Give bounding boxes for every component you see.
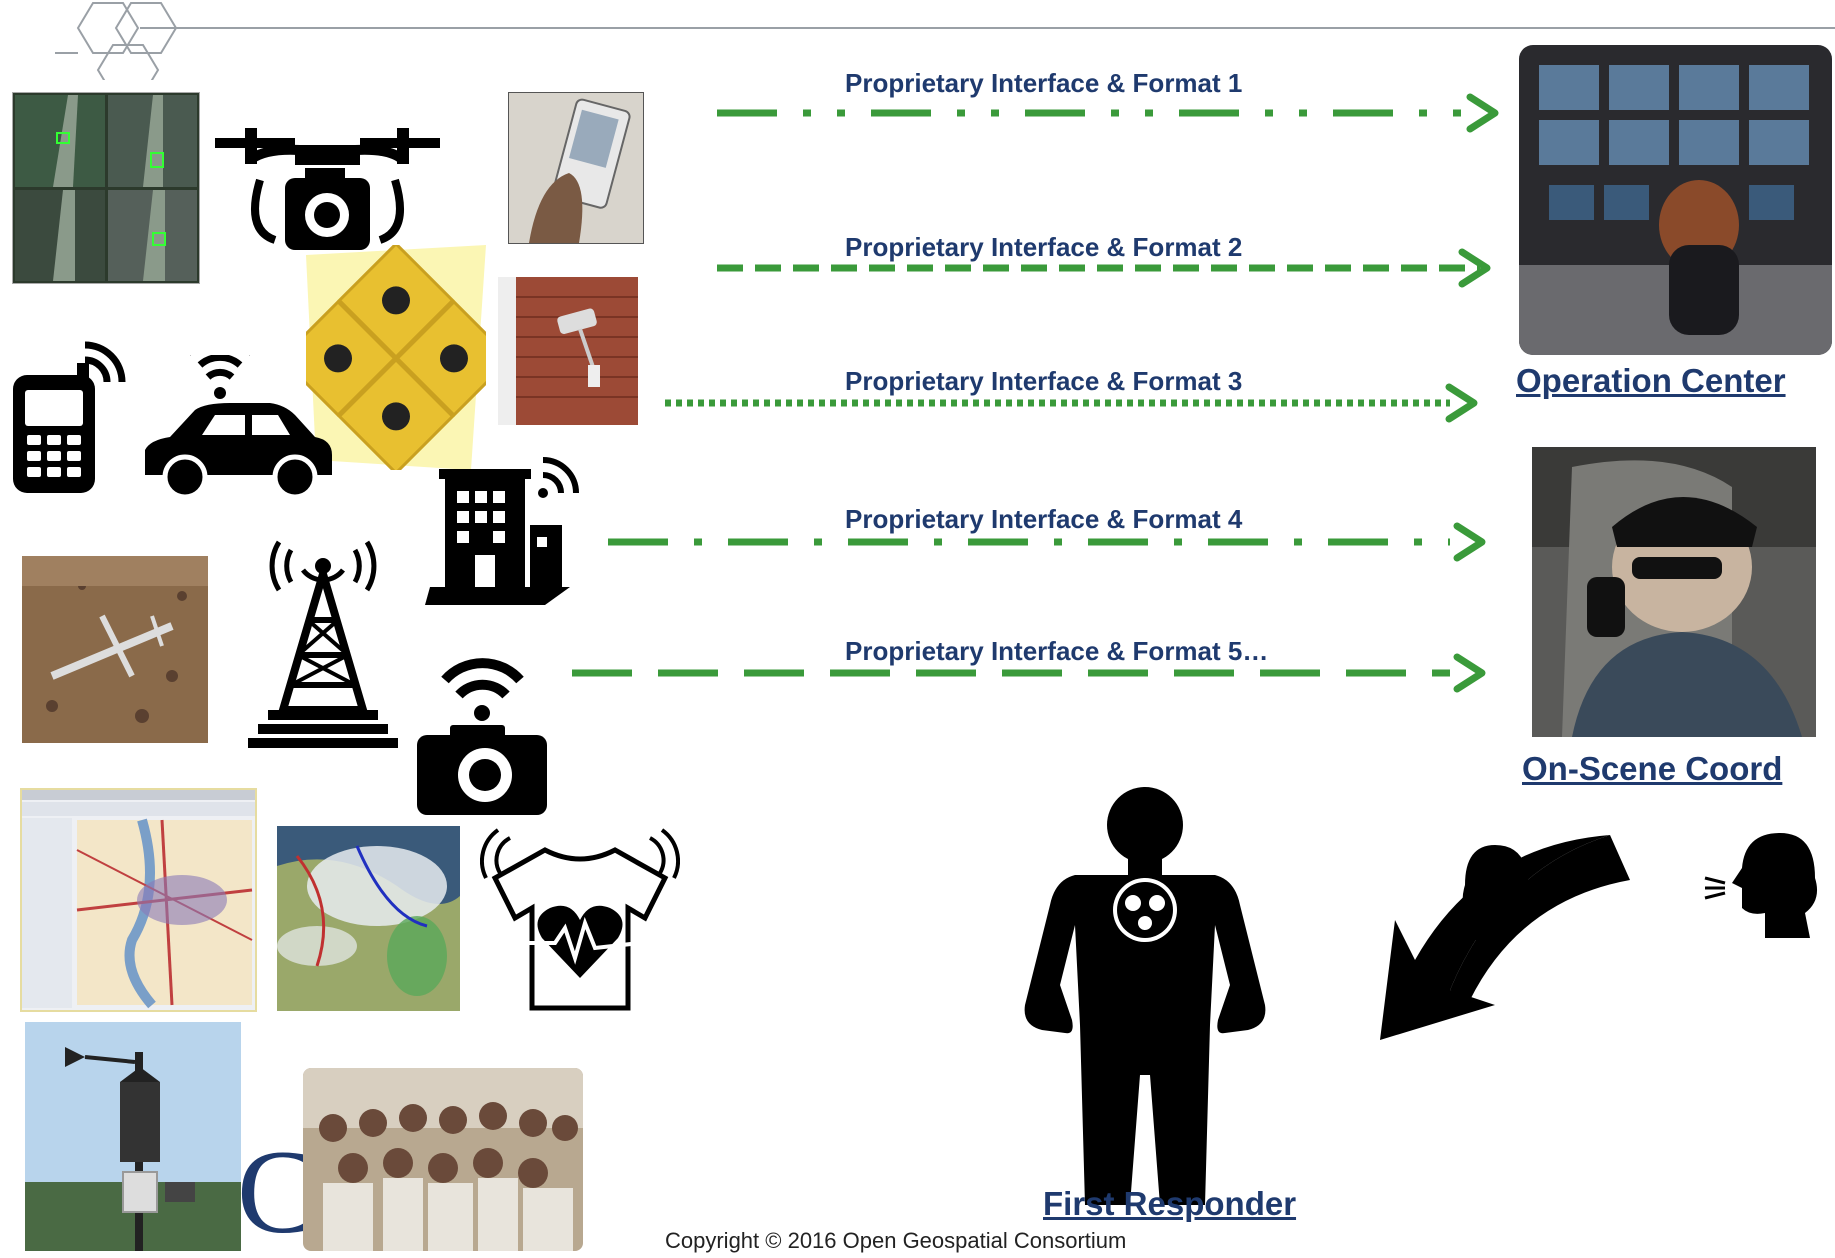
on-scene-coord-label: On-Scene Coord bbox=[1522, 750, 1783, 787]
uav-icon bbox=[22, 556, 208, 743]
header-decoration bbox=[55, 1, 1835, 80]
curved-arrow-icon bbox=[1380, 835, 1630, 1040]
hazard-sign-icon bbox=[306, 245, 486, 470]
cctv-camera-icon bbox=[498, 277, 638, 425]
connected-car-icon bbox=[145, 355, 332, 500]
crowd-photo-icon bbox=[303, 1068, 583, 1251]
handheld-device-icon bbox=[508, 92, 644, 244]
weather-station-icon bbox=[25, 1022, 241, 1251]
radio-tower-icon bbox=[248, 540, 398, 748]
flow-label-1: Proprietary Interface & Format 1 bbox=[845, 68, 1243, 98]
map-app-icon bbox=[20, 788, 257, 1012]
weather-map-icon bbox=[277, 826, 460, 1011]
first-responder-label: First Responder bbox=[1043, 1185, 1297, 1222]
smart-building-icon bbox=[425, 457, 579, 605]
copyright-text: Copyright © 2016 Open Geospatial Consort… bbox=[665, 1228, 1127, 1253]
first-responder-icon bbox=[1024, 787, 1266, 1205]
operation-center-photo bbox=[1519, 45, 1832, 355]
flow-label-5: Proprietary Interface & Format 5… bbox=[845, 636, 1269, 666]
flow-label-4: Proprietary Interface & Format 4 bbox=[845, 504, 1243, 534]
drone-camera-icon bbox=[215, 128, 440, 250]
operation-center-label: Operation Center bbox=[1516, 362, 1786, 399]
mobile-phone-icon bbox=[13, 341, 126, 493]
speaking-head-icon bbox=[1704, 833, 1818, 938]
flow-label-2: Proprietary Interface & Format 2 bbox=[845, 232, 1243, 262]
flow-label-3: Proprietary Interface & Format 3 bbox=[845, 366, 1243, 396]
traffic-camera-icon bbox=[12, 92, 200, 284]
on-scene-coord-photo bbox=[1532, 447, 1816, 737]
heart-shirt-icon bbox=[480, 828, 680, 1011]
wifi-camera-icon bbox=[417, 658, 547, 815]
